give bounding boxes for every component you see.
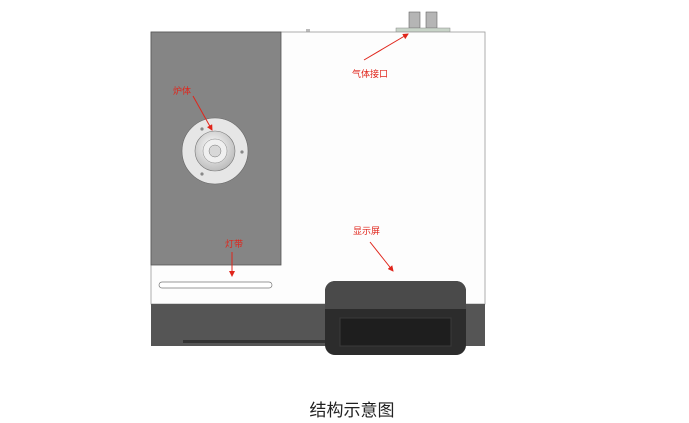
label-gas-port: 气体接口 [352, 68, 388, 80]
light-strip [158, 281, 273, 289]
label-light-strip: 灯带 [225, 239, 243, 250]
label-display: 显示屏 [353, 226, 380, 237]
gas-connectors [306, 11, 451, 33]
diagram-caption: 结构示意图 [310, 401, 395, 421]
label-furnace: 炉体 [173, 85, 191, 97]
annotation-arrows [192, 33, 409, 277]
furnace-port [181, 117, 249, 185]
display-screen [325, 281, 466, 355]
